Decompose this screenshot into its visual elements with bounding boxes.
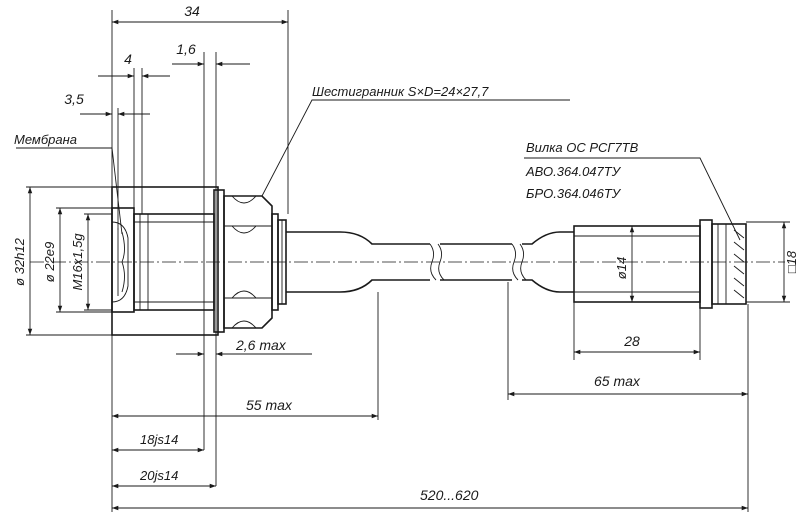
- dim-55-max: 55 max: [246, 397, 293, 413]
- label-plug-line2: АВО.364.047ТУ: [525, 164, 622, 179]
- label-hexagon: Шестигранник S×D=24×27,7: [312, 84, 489, 99]
- dim-14: ø14: [614, 257, 629, 279]
- dim-18js14: 18js14: [140, 432, 178, 447]
- dim-sq18: □18: [784, 250, 799, 273]
- dim-34: 34: [184, 3, 200, 19]
- dim-28: 28: [623, 333, 640, 349]
- label-plug-line3: БРО.364.046ТУ: [526, 186, 622, 201]
- dim-2-6-max: 2,6 max: [235, 337, 287, 353]
- sensor-body: [111, 186, 225, 336]
- label-membrane: Мембрана: [14, 132, 77, 147]
- connector-housing: [573, 225, 701, 303]
- dim-3-5: 3,5: [64, 91, 84, 107]
- leader-lines: [16, 99, 741, 241]
- dim-thread: M16x1,5g: [70, 233, 85, 291]
- dimension-lines: [27, 19, 787, 511]
- label-plug-line1: Вилка ОС РСГ7ТВ: [526, 140, 639, 155]
- dim-65-max: 65 max: [594, 373, 641, 389]
- dim-1-6: 1,6: [176, 41, 196, 57]
- dim-20js14: 20js14: [139, 468, 178, 483]
- dim-32h12: ø 32h12: [12, 237, 27, 285]
- dim-520-620: 520...620: [420, 487, 479, 503]
- dim-4: 4: [124, 51, 132, 67]
- dim-22e9: ø 22e9: [42, 242, 57, 282]
- cable-tube: [286, 231, 574, 293]
- plug: [699, 219, 747, 309]
